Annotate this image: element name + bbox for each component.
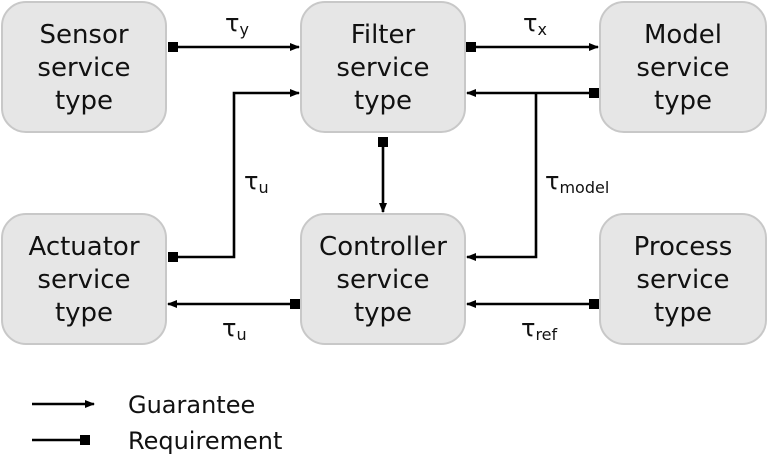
edge-model-to-filter [466, 88, 599, 98]
requirement-marker [589, 299, 599, 309]
label-tau-x: τx [523, 9, 547, 39]
edge-filter-to-model [466, 42, 599, 52]
filter-service-box: Filter service type [300, 1, 466, 133]
label-tau-y: τy [225, 9, 249, 39]
requirement-marker [80, 435, 90, 445]
model-line-3: type [654, 86, 712, 116]
legend-guarantee-label: Guarantee [128, 391, 255, 419]
legend-guarantee: Guarantee [32, 391, 255, 419]
sensor-line-2: service [37, 53, 130, 83]
filter-line-2: service [336, 53, 429, 83]
process-line-2: service [636, 265, 729, 295]
filter-line-3: type [354, 86, 412, 116]
label-tau-u-upper: τu [244, 167, 269, 197]
process-line-1: Process [634, 232, 733, 262]
edge-sensor-to-filter [168, 42, 300, 52]
legend-requirement-label: Requirement [128, 427, 282, 455]
model-line-2: service [636, 53, 729, 83]
requirement-marker [290, 299, 300, 309]
edge-filter-to-controller [378, 137, 388, 213]
actuator-line-2: service [37, 265, 130, 295]
model-line-1: Model [644, 20, 722, 50]
actuator-line-3: type [55, 298, 113, 328]
requirement-marker [168, 42, 178, 52]
sensor-service-box: Sensor service type [1, 1, 167, 133]
legend: Guarantee Requirement [32, 391, 282, 455]
actuator-line-1: Actuator [28, 232, 139, 262]
edge-controller-to-actuator [167, 299, 300, 309]
process-line-3: type [654, 298, 712, 328]
controller-line-1: Controller [319, 232, 447, 262]
label-tau-u-lower: τu [222, 314, 247, 344]
legend-requirement: Requirement [32, 427, 282, 455]
filter-line-1: Filter [351, 20, 416, 50]
controller-line-2: service [336, 265, 429, 295]
actuator-service-box: Actuator service type [1, 213, 167, 345]
controller-service-box: Controller service type [300, 213, 466, 345]
edge-model-to-controller [466, 93, 538, 261]
edge-actuator-to-filter [168, 89, 300, 262]
requirement-marker [168, 252, 178, 262]
label-tau-model: τmodel [545, 167, 609, 197]
edge-process-to-controller [466, 299, 599, 309]
requirement-marker [589, 88, 599, 98]
sensor-line-3: type [55, 86, 113, 116]
requirement-marker [378, 137, 388, 147]
label-tau-ref: τref [521, 314, 558, 344]
model-service-box: Model service type [599, 1, 767, 133]
sensor-line-1: Sensor [39, 20, 128, 50]
controller-line-3: type [354, 298, 412, 328]
requirement-marker [466, 42, 476, 52]
process-service-box: Process service type [599, 213, 767, 345]
